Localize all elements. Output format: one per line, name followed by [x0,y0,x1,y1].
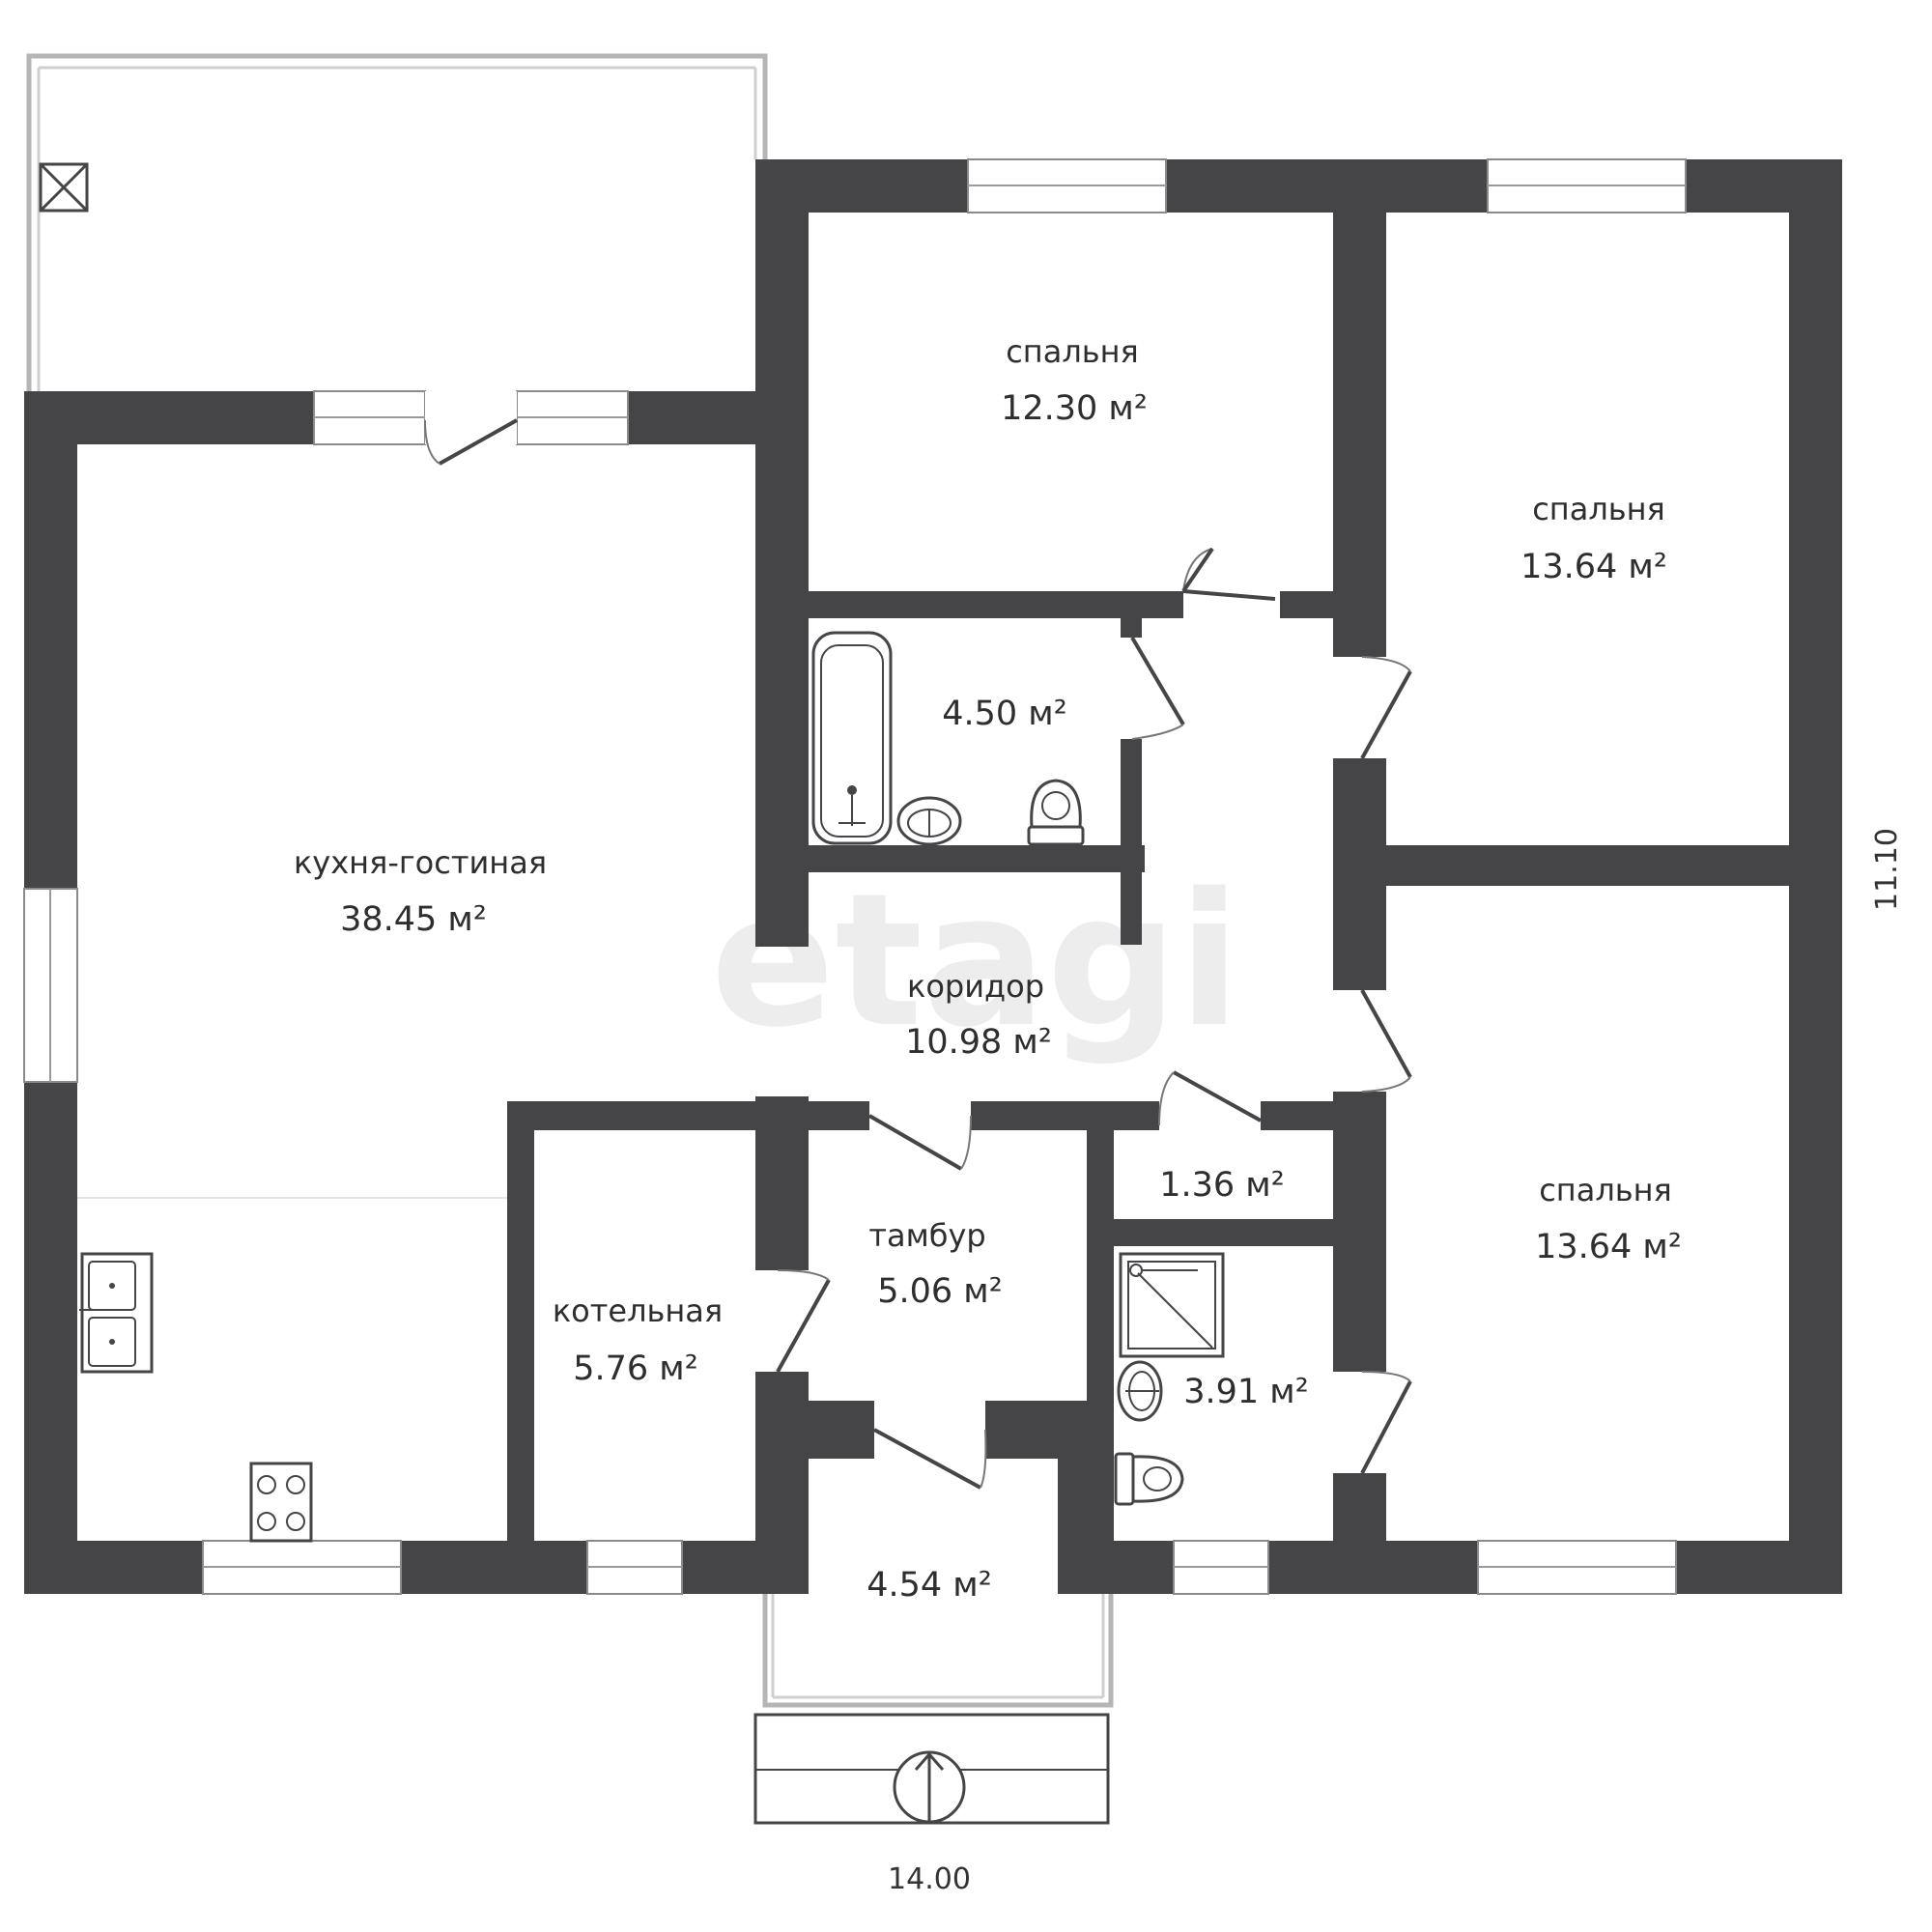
door-bedroom-right-top [1333,656,1412,759]
room-name: кухня-гостиная [294,844,547,881]
door-closet [1158,1070,1262,1130]
door-terrace [424,391,518,466]
terrace [26,53,768,391]
door-shower-room [1333,1371,1412,1474]
entrance-steps [753,1713,1110,1825]
shower-room-sink-icon [1117,1360,1163,1422]
room-boiler: котельная 5.76 м² [553,1293,723,1388]
window [202,1540,402,1595]
windows [23,158,1687,1595]
room-corridor: коридор 10.98 м² [905,968,1052,1062]
window [1173,1540,1269,1595]
room-area: 4.54 м² [867,1566,992,1605]
room-area: 13.64 м² [1520,548,1667,586]
kitchen-sink-icon [79,1252,154,1374]
room-shower-room: 3.91 м² [1183,1373,1309,1411]
door-entrance [873,1401,987,1490]
door-boiler [755,1269,831,1373]
room-area: 12.30 м² [1001,389,1148,428]
porch-outline [762,1594,1114,1708]
room-area: 10.98 м² [905,1023,1052,1062]
dimension-width: 14.00 [888,1862,971,1896]
door-vestibule-top [867,1101,972,1171]
shower-room-toilet-icon [1114,1452,1184,1506]
room-name: тамбур [868,1217,985,1254]
room-area: 1.36 м² [1159,1166,1285,1205]
door-bathroom [1121,636,1185,740]
toilet-icon [1027,779,1085,846]
window [586,1540,683,1595]
room-kitchen: кухня-гостиная 38.45 м² [294,844,547,939]
window [516,390,629,445]
vent-icon [39,162,89,213]
stove-icon [249,1462,313,1543]
window [313,390,426,445]
room-name: спальня [1532,491,1665,527]
room-bedroom-top: спальня 12.30 м² [1001,333,1148,428]
window [1477,1540,1677,1595]
room-area: 3.91 м² [1183,1373,1309,1411]
door-bedroom-top [1181,547,1280,618]
window [967,158,1167,213]
room-vestibule: тамбур 5.06 м² [868,1217,1002,1311]
room-area: 13.64 м² [1535,1228,1682,1266]
bathtub-icon [811,631,893,845]
room-area: 5.06 м² [877,1272,1003,1311]
room-porch: 4.54 м² [867,1566,992,1605]
window [23,888,78,1083]
doors [424,391,1412,1490]
room-name: спальня [1006,333,1139,370]
sink-icon [896,796,962,846]
room-name: коридор [907,968,1044,1005]
room-bedroom-right-top: спальня 13.64 м² [1520,491,1667,586]
window [1487,158,1687,213]
room-bathroom: 4.50 м² [942,695,1067,733]
dimension-height: 11.10 [1870,828,1904,911]
room-bedroom-right-bottom: спальня 13.64 м² [1535,1172,1682,1266]
room-closet: 1.36 м² [1159,1166,1285,1205]
room-name: спальня [1539,1172,1672,1208]
door-bedroom-right-bottom [1333,989,1412,1093]
room-area: 4.50 м² [942,695,1067,733]
room-name: котельная [553,1293,723,1329]
room-area: 38.45 м² [340,900,487,939]
shower-icon [1119,1252,1225,1358]
room-area: 5.76 м² [573,1350,698,1388]
